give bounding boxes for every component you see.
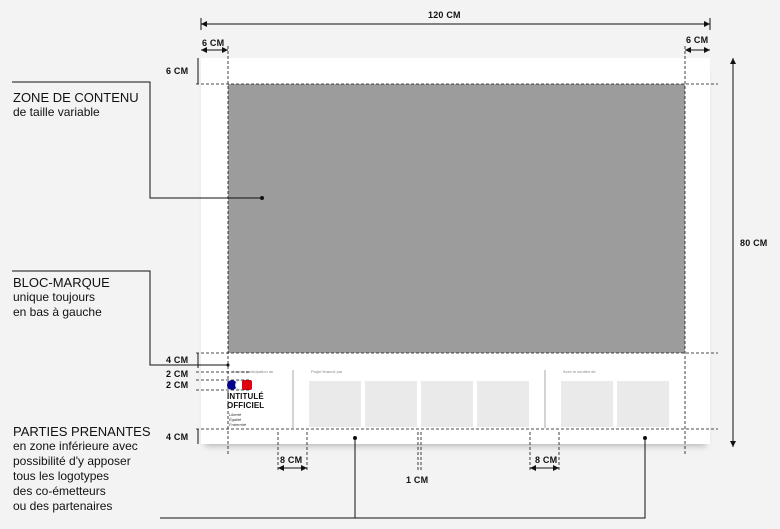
partner-logo-slot	[477, 381, 529, 427]
callout-line: ou des partenaires	[13, 499, 113, 513]
callout-line: de taille variable	[13, 105, 100, 119]
dim-margin-right-label: 6 CM	[686, 35, 709, 45]
partner-logo-slot	[561, 381, 613, 427]
partner-logo-slot	[617, 381, 669, 427]
bloc-marque-line: INTITULÉ	[227, 392, 264, 401]
partner-logo-slot	[421, 381, 473, 427]
label-support: Avec le soutien de	[563, 369, 596, 374]
label-participation: Avec la participation de	[232, 369, 274, 374]
callout-parties-prenantes: PARTIES PRENANTES en zone inférieure ave…	[13, 424, 151, 514]
leader-bloc-marque	[12, 270, 228, 366]
callout-zone-contenu: ZONE DE CONTENU de taille variable	[13, 90, 139, 120]
leader-parties-a	[160, 440, 356, 519]
marianne-logo-icon	[227, 380, 253, 390]
dim-brand-top-label: 2 CM	[166, 369, 189, 379]
motto-line: Fraternité	[229, 422, 247, 427]
dim-band-top-label: 4 CM	[166, 355, 189, 365]
dim-brand-gap-label: 2 CM	[166, 380, 189, 390]
dim-gap-left-label: 8 CM	[280, 455, 303, 465]
bloc-marque-line: OFFICIEL	[227, 401, 265, 410]
leader-zone-contenu	[12, 81, 262, 199]
dim-margin-left-label: 6 CM	[202, 38, 225, 48]
callout-title: ZONE DE CONTENU	[13, 90, 139, 105]
dim-margin-top-label: 6 CM	[166, 66, 189, 76]
dim-width-label: 120 CM	[428, 10, 461, 20]
flag-blue-disc	[227, 380, 237, 390]
callout-line: tous les logotypes	[13, 469, 110, 483]
dim-gap-center-label: 1 CM	[406, 475, 429, 485]
leader-dot	[353, 436, 357, 440]
bloc-marque-name: INTITULÉ OFFICIEL	[227, 392, 277, 410]
callout-line: en bas à gauche	[13, 305, 102, 319]
dim-band-bottom-label: 4 CM	[166, 432, 189, 442]
callout-title: PARTIES PRENANTES	[13, 424, 151, 439]
flag-red-disc	[242, 380, 252, 390]
leader-dot	[226, 363, 230, 367]
callout-line: possibilité d'y apposer	[13, 454, 131, 468]
callout-line: en zone inférieure avec	[13, 439, 138, 453]
dim-gap-right-label: 8 CM	[535, 455, 558, 465]
leader-parties-b	[355, 440, 646, 519]
partner-logo-slot	[365, 381, 417, 427]
callout-line: des co-émetteurs	[13, 484, 106, 498]
content-zone	[228, 84, 685, 353]
bloc-marque-motto: Liberté Égalité Fraternité	[229, 412, 259, 427]
label-financed: Projet financé par	[311, 369, 343, 374]
motto-line: Égalité	[229, 417, 242, 422]
callout-bloc-marque: BLOC-MARQUE unique toujours en bas à gau…	[13, 275, 110, 320]
motto-line: Liberté	[229, 412, 242, 417]
dim-height-label: 80 CM	[740, 238, 768, 248]
callout-line: unique toujours	[13, 290, 96, 304]
callout-title: BLOC-MARQUE	[13, 275, 110, 290]
partner-logo-slot	[309, 381, 361, 427]
leader-dot	[643, 436, 647, 440]
leader-dot	[260, 196, 264, 200]
